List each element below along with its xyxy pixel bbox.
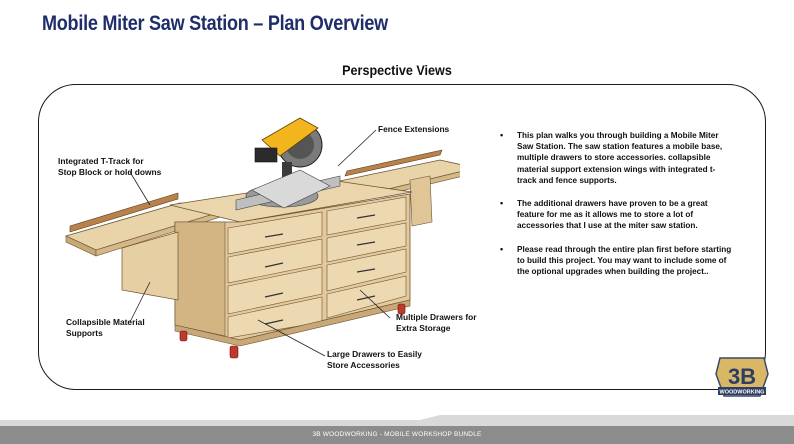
- content-frame: [38, 84, 766, 390]
- section-subtitle: Perspective Views: [342, 62, 452, 78]
- logo-wordmark: WOODWORKING: [720, 390, 765, 396]
- footer-text: 3B WOODWORKING - MOBILE WORKSHOP BUNDLE: [312, 431, 482, 438]
- bullet-item: Please read through the entire plan firs…: [500, 244, 732, 278]
- callout-collapsible-supports: Collapsible Material Supports: [66, 317, 145, 338]
- footer-accent: [0, 415, 794, 426]
- miter-saw-station-illustration: [64, 117, 460, 359]
- left-material-support: [121, 231, 179, 301]
- callout-ttrack: Integrated T-Track for Stop Block or hol…: [58, 156, 162, 177]
- ttrack-fence-right: [344, 149, 443, 177]
- page-title: Mobile Miter Saw Station – Plan Overview: [42, 12, 388, 35]
- bullet-item: The additional drawers have proven to be…: [500, 198, 732, 232]
- description-bullets: This plan walks you through building a M…: [500, 130, 732, 289]
- footer-bar: 3B WOODWORKING - MOBILE WORKSHOP BUNDLE: [0, 426, 794, 444]
- callout-fence-extensions: Fence Extensions: [378, 124, 450, 134]
- ttrack-fence-left: [69, 192, 179, 233]
- callout-large-drawers: Large Drawers to Easily Store Accessorie…: [327, 349, 422, 370]
- brand-logo: 3B WOODWORKING: [715, 357, 769, 397]
- callout-multiple-drawers: Multiple Drawers for Extra Storage: [396, 312, 477, 333]
- caster-wheels: [179, 303, 406, 359]
- drawers-left-column: [227, 211, 323, 339]
- logo-mark: 3B: [728, 364, 756, 389]
- bullet-item: This plan walks you through building a M…: [500, 130, 732, 186]
